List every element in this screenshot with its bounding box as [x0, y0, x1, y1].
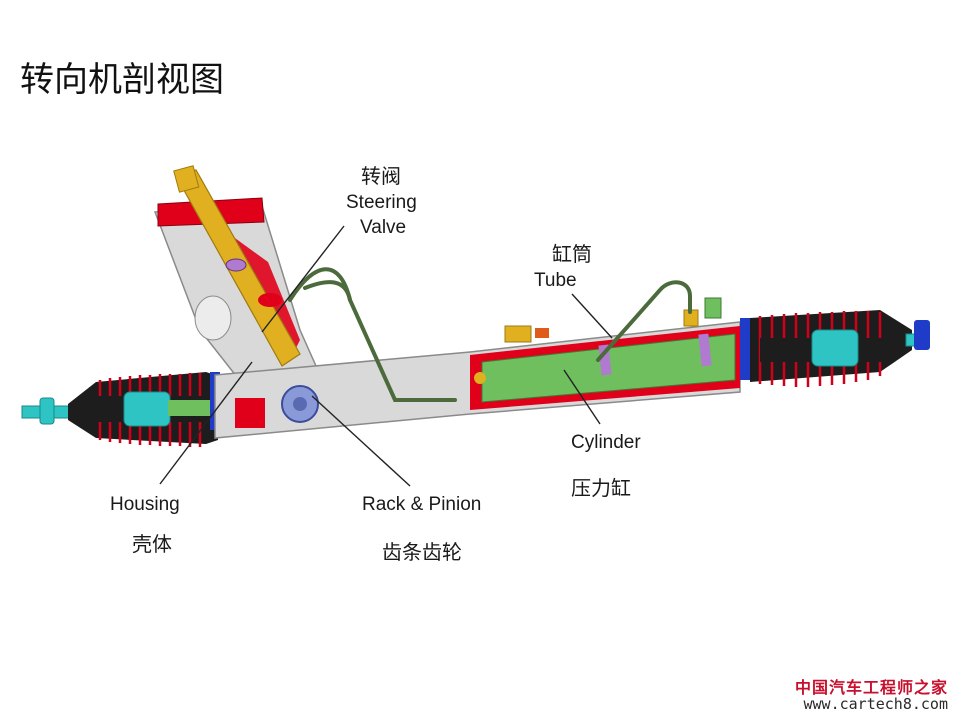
- left-boot: [68, 372, 220, 447]
- leader-steering-valve: [261, 225, 345, 333]
- steering-valve-label-zh: 转阀: [361, 164, 401, 188]
- tube-label-en: Tube: [534, 270, 577, 291]
- steering-valve-tower: [153, 165, 322, 401]
- right-tie-rod: [905, 320, 930, 350]
- cylinder-label-zh: 压力缸: [571, 476, 631, 500]
- rack-pinion-label-zh: 齿条齿轮: [382, 540, 462, 564]
- rack-pinion-label-en: Rack & Pinion: [362, 494, 482, 515]
- leader-rack-pinion: [311, 395, 411, 487]
- leader-lines: [159, 225, 613, 487]
- page-title: 转向机剖视图: [20, 60, 224, 100]
- watermark-site-name: 中国汽车工程师之家: [794, 678, 948, 697]
- leader-cylinder: [563, 369, 601, 425]
- housing-label-en: Housing: [110, 494, 180, 515]
- steering-valve-label-en-2: Valve: [360, 217, 407, 238]
- leader-tube: [571, 293, 613, 339]
- cylinder-label-en: Cylinder: [571, 432, 641, 453]
- leader-housing: [159, 361, 253, 485]
- hydraulic-pipes: [288, 267, 692, 402]
- rack-housing: [214, 297, 741, 439]
- steering-valve-label-en-1: Steering: [346, 192, 417, 213]
- right-boot: [740, 310, 912, 387]
- tube-label-zh: 缸筒: [552, 242, 592, 266]
- watermark-url: www.cartech8.com: [803, 695, 949, 713]
- housing-label-zh: 壳体: [132, 532, 172, 556]
